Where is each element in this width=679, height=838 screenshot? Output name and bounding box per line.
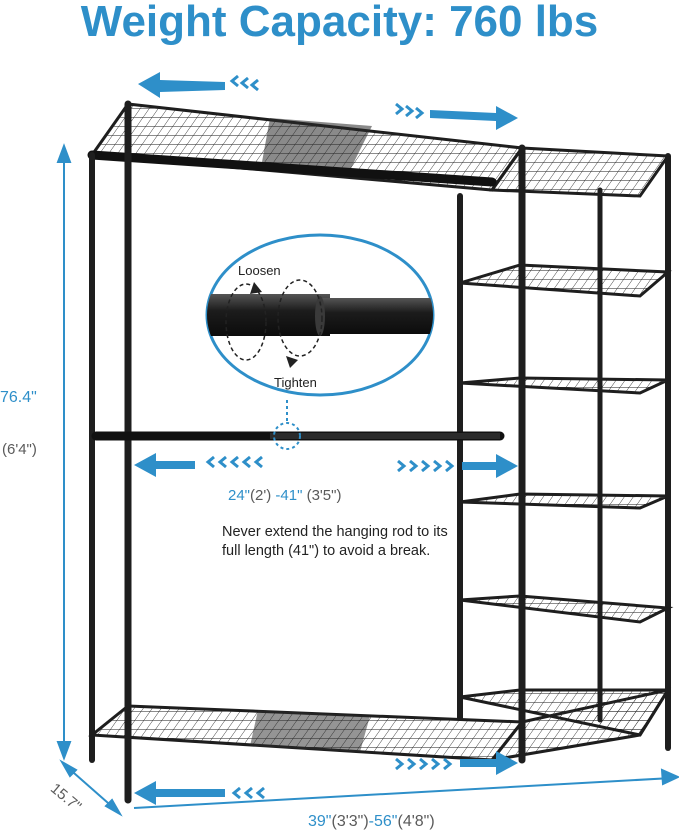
frame-posts [89, 100, 671, 804]
tighten-label: Tighten [274, 375, 317, 390]
width-range-separator: - [368, 813, 374, 830]
width-min-feet: (3'3") [331, 813, 369, 830]
top-shelf [87, 102, 671, 198]
chevron-markers [205, 74, 455, 800]
rod-max-inches: 41" [280, 487, 303, 504]
rod-joint-callout [205, 233, 435, 397]
loosen-label: Loosen [238, 263, 281, 278]
depth-dimension-line [59, 759, 123, 817]
rod-max-feet: (3'5") [302, 487, 342, 504]
side-tower-shelves [459, 263, 674, 737]
height-dimension-line [56, 143, 72, 761]
expand-arrows [134, 72, 518, 805]
width-dimension-line [133, 768, 679, 809]
rod-min-feet: (2') [250, 487, 272, 504]
width-max-feet: (4'8") [397, 813, 435, 830]
hanging-rod [91, 400, 505, 450]
extension-warning-note: Never extend the hanging rod to its full… [222, 524, 448, 559]
rod-range-separator: - [271, 487, 281, 504]
rod-length-range: 24"(2') -41" (3'5") [228, 487, 341, 504]
width-min-inches: 39" [308, 813, 332, 830]
height-feet-label: (6'4") [2, 441, 37, 458]
width-max-inches: 56" [374, 813, 398, 830]
weight-capacity-title: Weight Capacity: 760 lbs [80, 0, 599, 46]
width-range: 39"(3'3")-56"(4'8") [308, 813, 435, 831]
rod-min-inches: 24" [228, 487, 251, 504]
height-inches-label: 76.4" [0, 389, 37, 406]
